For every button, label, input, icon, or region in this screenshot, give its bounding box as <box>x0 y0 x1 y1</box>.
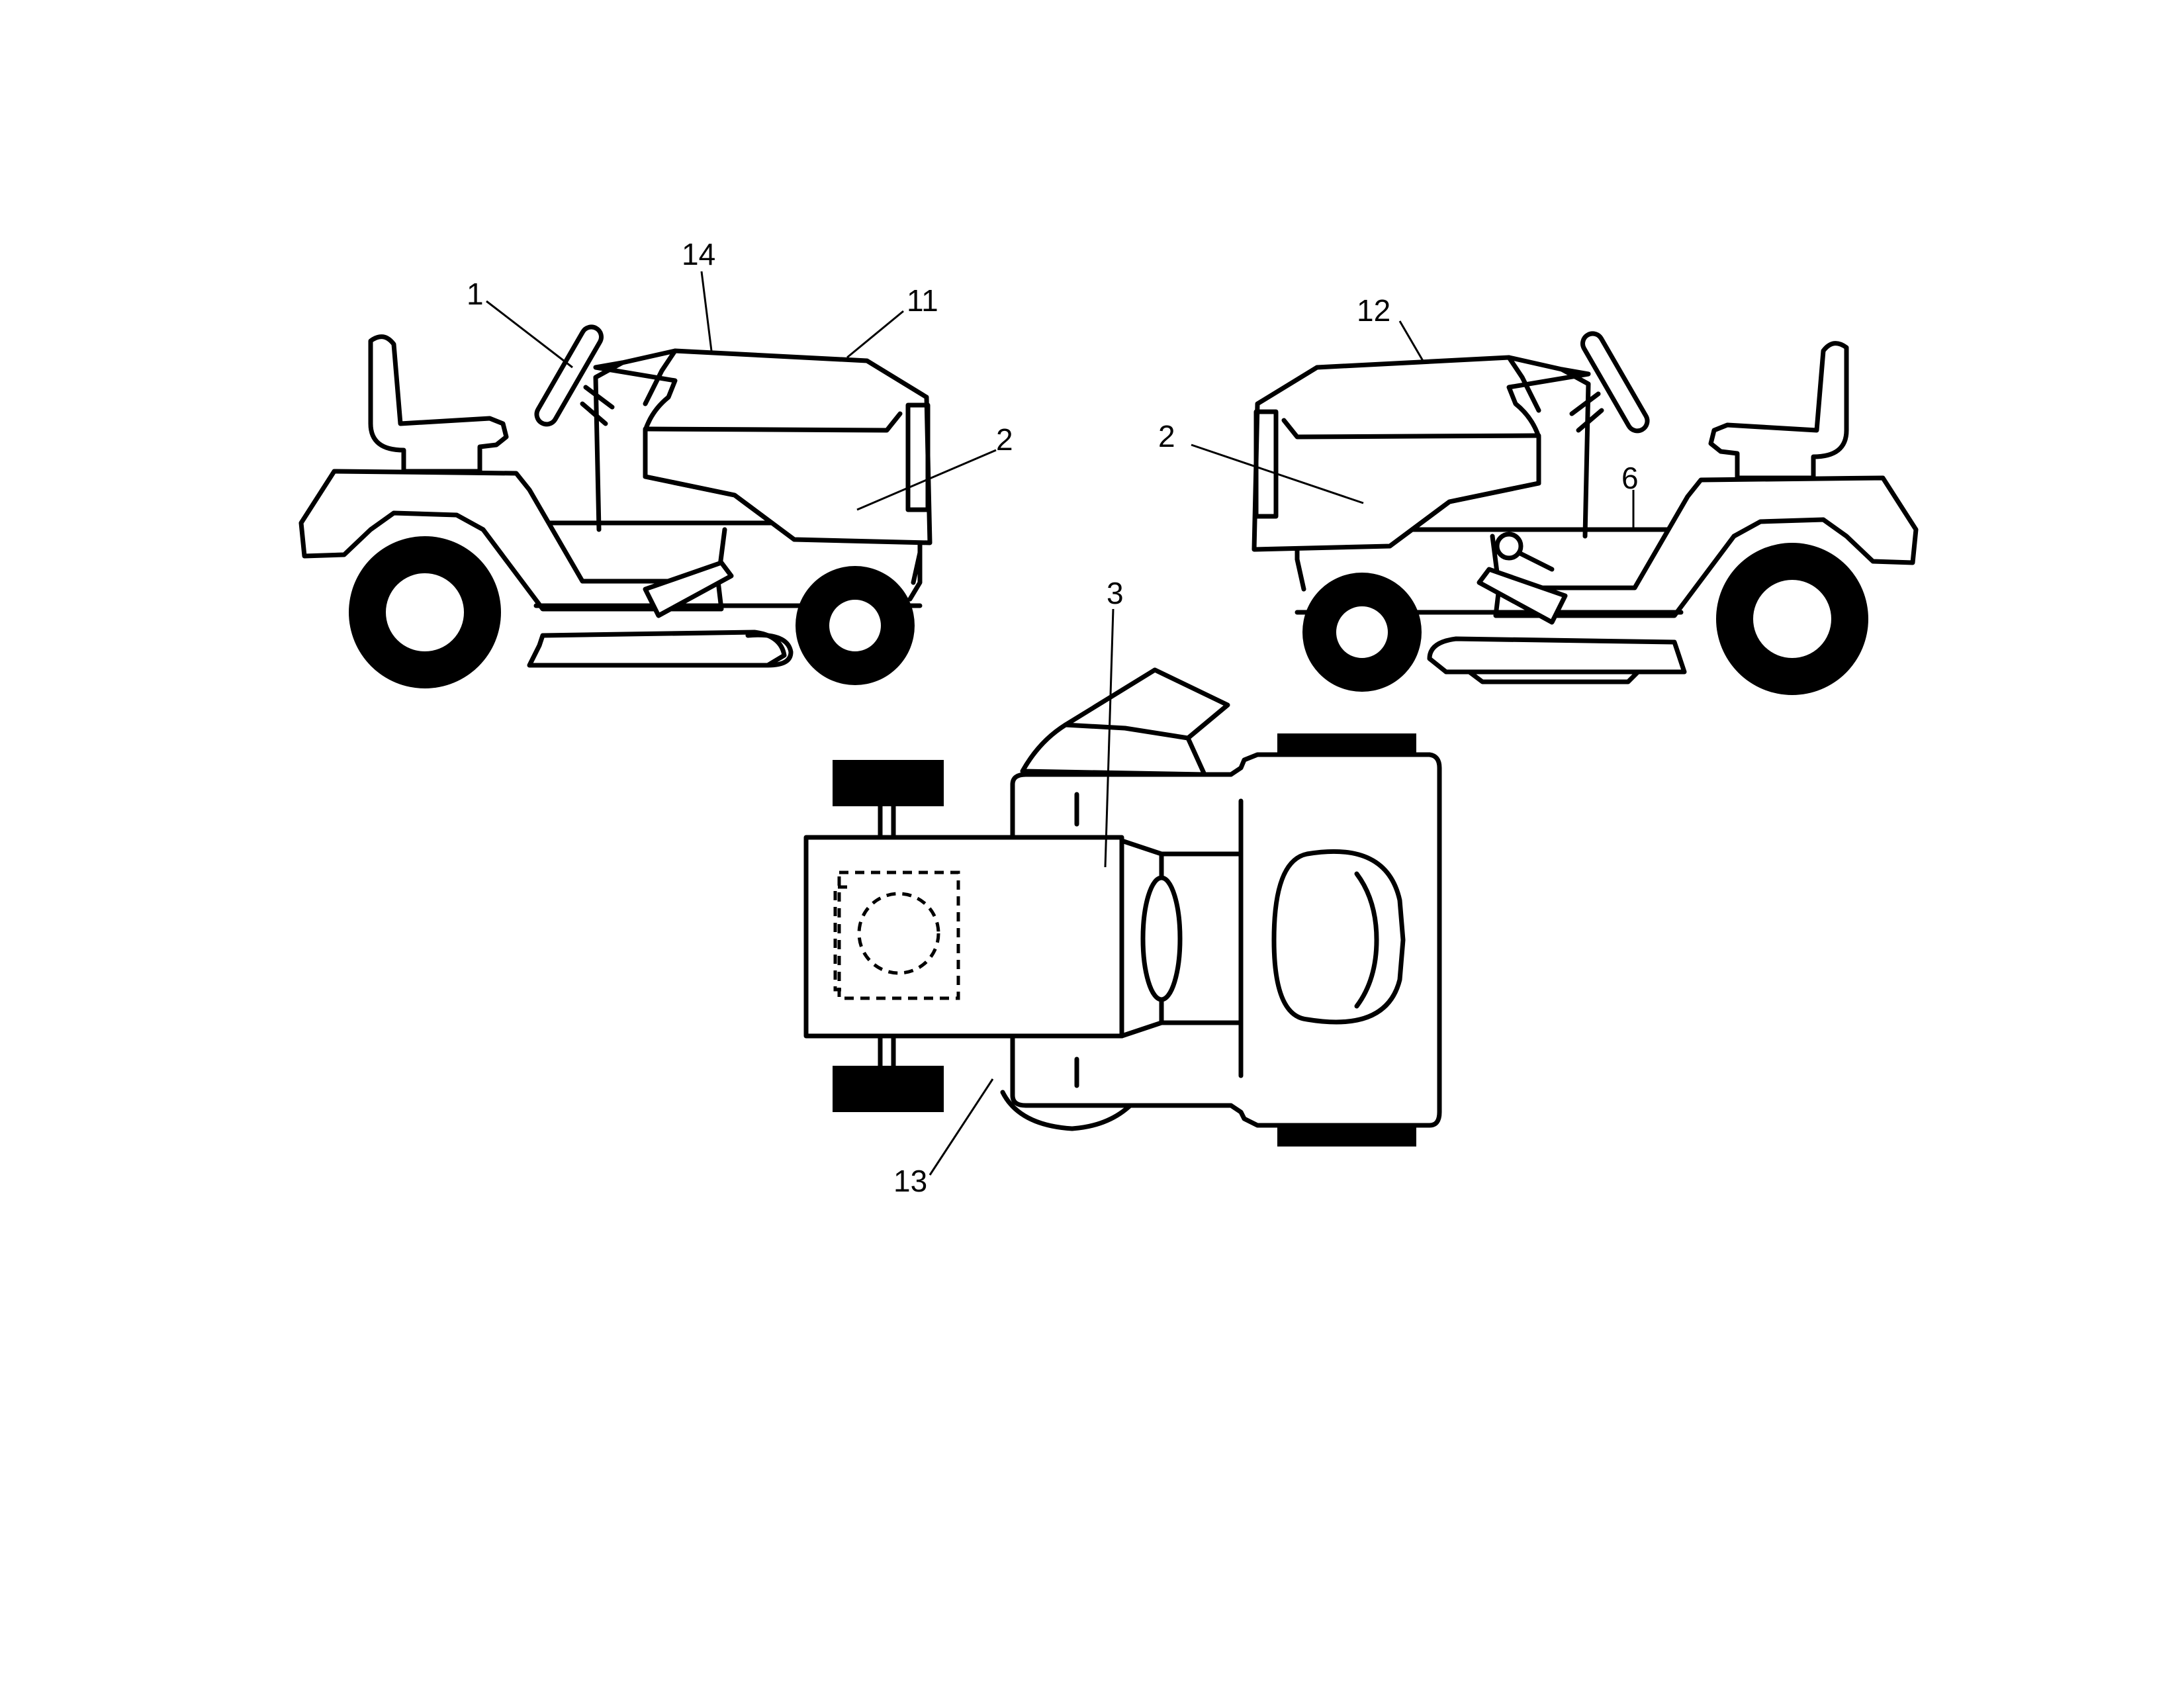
hood-top <box>803 835 1124 1039</box>
hood-panel-line <box>643 411 903 542</box>
callout-2-left: 2 <box>996 422 1013 457</box>
steering-wheel <box>534 324 604 427</box>
front-wheel-hub <box>825 596 885 655</box>
callout-1: 1 <box>467 277 484 311</box>
front-axle-top <box>878 804 896 840</box>
deck-chute <box>1467 669 1641 684</box>
leader-line-2-right <box>1191 444 1364 504</box>
tractor-right-side-view: 12 2 6 <box>1158 293 1919 695</box>
callout-12: 12 <box>1357 293 1390 328</box>
grille-rect <box>905 402 931 512</box>
lift-lever <box>1477 567 1568 625</box>
mower-deck <box>527 630 787 668</box>
engine-outline-dashed <box>837 870 960 1000</box>
steering-column <box>1569 391 1604 433</box>
leader-line-3 <box>1104 608 1115 868</box>
seat-back <box>1354 871 1379 1009</box>
mower-deck <box>1427 636 1687 675</box>
dash-pillar <box>593 348 678 532</box>
rear-tire-bottom <box>1277 1125 1416 1147</box>
tractor-left-side-view: 1 14 11 2 <box>298 237 1013 688</box>
seat-top <box>1271 849 1406 1025</box>
leader-line-11 <box>846 310 904 359</box>
seat <box>1708 341 1849 481</box>
lift-lever-handle <box>1516 550 1555 572</box>
hood-panel-line <box>1281 418 1541 549</box>
steering-wheel <box>1580 331 1650 434</box>
dash-pillar <box>1506 355 1591 539</box>
air-filter-dashed <box>857 892 940 975</box>
deck-arc-bottom <box>1000 1090 1144 1131</box>
front-wheel-hub <box>1332 602 1392 662</box>
callout-6: 6 <box>1621 461 1639 495</box>
front-tire-top <box>833 760 944 806</box>
rear-tire-top <box>1277 733 1416 755</box>
discharge-chute <box>1020 667 1230 777</box>
callout-3: 3 <box>1107 576 1124 610</box>
leader-line-13 <box>929 1078 994 1176</box>
lift-lever-knob <box>1494 532 1524 561</box>
tractor-top-view: 3 13 <box>803 576 1442 1198</box>
leader-line-1 <box>486 300 573 369</box>
engine-outline-dashed-2 <box>833 885 847 992</box>
front-axle-bottom <box>878 1033 896 1068</box>
front-frame <box>907 550 923 602</box>
lift-lever <box>643 560 734 618</box>
leader-line-14 <box>700 271 713 352</box>
seat <box>368 334 509 474</box>
grille-rect <box>1253 409 1279 519</box>
rear-fender <box>298 469 724 612</box>
leader-line-12 <box>1398 320 1424 361</box>
leader-line-2-left <box>856 449 997 511</box>
rear-wheel-hub <box>1749 576 1835 662</box>
deck-chute <box>745 632 794 668</box>
callout-11: 11 <box>907 283 938 318</box>
rear-fender <box>1493 475 1919 618</box>
steering-wheel-top <box>1140 875 1183 1002</box>
chute-detail <box>1063 722 1191 741</box>
front-tire-bottom <box>833 1066 944 1112</box>
steering-column <box>580 385 615 426</box>
callout-13: 13 <box>893 1164 927 1198</box>
seat-base-lines <box>1159 798 1244 1078</box>
rear-wheel-hub <box>382 569 468 655</box>
callout-14: 14 <box>682 237 715 271</box>
callout-2-right: 2 <box>1158 419 1175 453</box>
